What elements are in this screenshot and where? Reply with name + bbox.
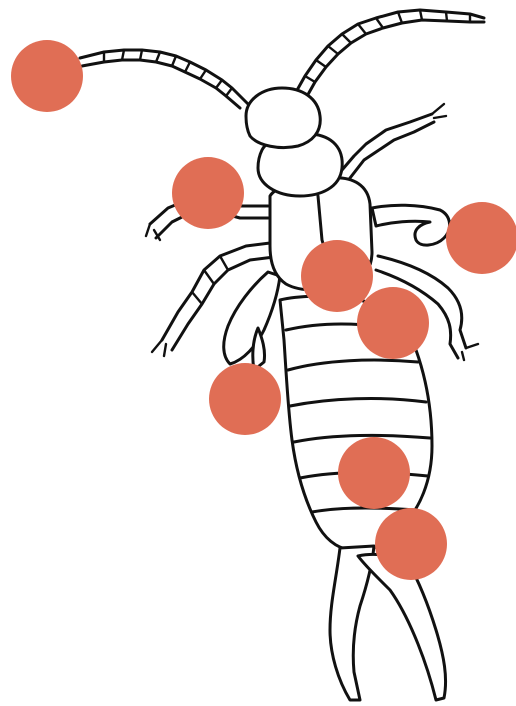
head xyxy=(246,88,320,148)
middle-right-leg xyxy=(372,205,450,245)
left-antenna xyxy=(80,50,248,108)
marker-middle-right-leg[interactable] xyxy=(357,287,429,359)
marker-left-wing[interactable] xyxy=(209,363,281,435)
marker-front-left-leg[interactable] xyxy=(172,157,244,229)
front-right-leg xyxy=(342,104,446,178)
marker-abdomen-tip[interactable] xyxy=(375,508,447,580)
right-antenna xyxy=(296,10,484,98)
marker-thorax[interactable] xyxy=(301,240,373,312)
marker-antenna[interactable] xyxy=(11,40,83,112)
marker-front-right-leg[interactable] xyxy=(446,202,516,274)
marker-abdomen[interactable] xyxy=(338,437,410,509)
